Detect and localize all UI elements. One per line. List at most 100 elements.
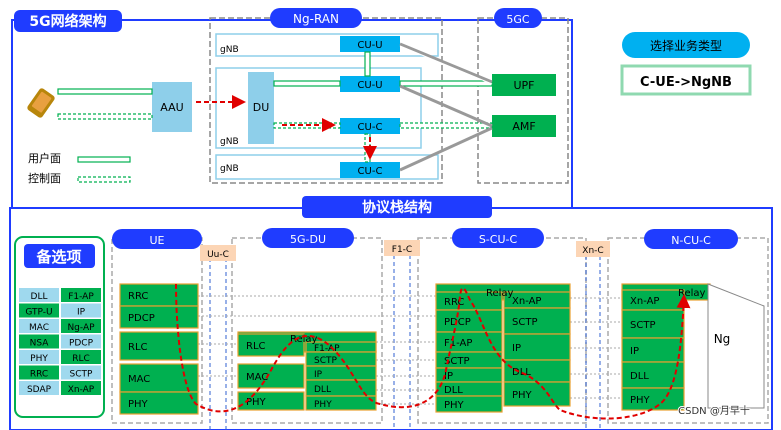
ncu-left-layer-ip-box: [621, 337, 685, 363]
du-left-layer-rlc: RLC: [246, 341, 266, 352]
aau-label: AAU: [160, 101, 183, 114]
scu-left-layer-f1ap: F1-AP: [444, 338, 472, 349]
f1-interface-label: F1-C: [392, 245, 412, 255]
signaling-path-arrow: [175, 283, 691, 420]
signal-flow-arrows: [196, 95, 377, 160]
option-cell[interactable]: [19, 381, 59, 395]
cu-c-label-2: CU-C: [358, 166, 383, 177]
option-cell[interactable]: [19, 288, 59, 302]
option-cell[interactable]: [61, 334, 101, 349]
scu-relay-label: Relay: [486, 288, 514, 299]
scu-right-layer-xnap: Xn-AP: [512, 296, 541, 307]
cu-u-label-1: CU-U: [357, 40, 382, 51]
du-right-layer-ip: IP: [314, 370, 323, 380]
f1-interface-bg: [384, 240, 420, 256]
option-label: Xn-AP: [68, 385, 95, 395]
option-label: PHY: [30, 354, 48, 364]
du-label: DU: [253, 101, 270, 114]
xn-interface-bg: [576, 241, 610, 257]
option-cell[interactable]: [61, 381, 101, 395]
scu-right-layer-phy-box: [503, 381, 571, 407]
scu-header-bg: [452, 228, 544, 248]
option-cell[interactable]: [19, 319, 59, 333]
select-service-type-button[interactable]: [622, 32, 750, 58]
du-relay-label: Relay: [290, 334, 318, 345]
uu-interface-bg: [200, 245, 236, 261]
du-left-layer-mac: MAC: [246, 372, 268, 383]
upf-node: [492, 74, 556, 96]
option-label: F1-AP: [68, 292, 94, 302]
scu-right-layer-dll: DLL: [512, 367, 531, 378]
scu-right-layer-sctp-box: [503, 307, 571, 335]
du-node: [248, 72, 274, 144]
option-label: SCTP: [70, 370, 93, 380]
ncu-left-layer-sctp: SCTP: [630, 320, 655, 331]
legend-control-plane-swatch: [77, 176, 131, 183]
scu-right-layer-sctp: SCTP: [512, 317, 537, 328]
option-label: NSA: [30, 339, 50, 349]
amf-node: [492, 115, 556, 137]
ue-layer-pdcp: PDCP: [128, 313, 155, 324]
ue-layer-pdcp-box: [119, 305, 199, 329]
options-title-bg: [24, 244, 95, 268]
cu-u-upf-link: [399, 42, 493, 84]
cu-u-label-2: CU-U: [357, 80, 382, 91]
scu-left-layer-phy: PHY: [444, 400, 465, 411]
du-right-layer-dll: DLL: [314, 385, 331, 395]
ncu-header: N-CU-C: [671, 234, 711, 247]
option-cell[interactable]: [61, 365, 101, 380]
core-label: 5GC: [506, 13, 530, 26]
ue-layer-phy-box: [119, 391, 199, 415]
ncu-left-layer-sctp-box: [621, 309, 685, 339]
du-header: 5G-DU: [290, 233, 326, 246]
option-cell[interactable]: [19, 334, 59, 349]
option-cell[interactable]: [61, 303, 101, 318]
option-cell[interactable]: [19, 365, 59, 380]
scu-left-layer-dll: DLL: [444, 385, 463, 396]
ue-layer-rrc: RRC: [128, 291, 148, 302]
selected-service-box[interactable]: [620, 64, 752, 96]
peer-connector-lines: [198, 295, 622, 405]
option-cell[interactable]: [19, 303, 59, 318]
option-cell[interactable]: [61, 288, 101, 302]
cu-u-upf-link-2: [399, 45, 493, 85]
option-cell[interactable]: [19, 350, 59, 364]
du-left-layer-mac-box: [237, 363, 305, 389]
aau-node: [152, 82, 192, 132]
ncu-left-layer-xnap: Xn-AP: [630, 296, 659, 307]
legend-control-plane-label: 控制面: [28, 171, 61, 185]
ng-label: Ng: [714, 332, 731, 346]
option-label: RLC: [72, 354, 90, 364]
upf-label: UPF: [513, 79, 534, 92]
cu-u-amf-link: [399, 84, 493, 128]
cu-c-amf-link: [399, 126, 493, 172]
option-label: PDCP: [69, 339, 94, 349]
ngran-label-bg: [270, 8, 362, 28]
legend-user-plane-swatch: [77, 156, 131, 163]
option-label: IP: [77, 308, 86, 318]
option-cell[interactable]: [61, 319, 101, 333]
scu-right-layer-phy: PHY: [512, 390, 533, 401]
selected-service-value: C-UE->NgNB: [640, 75, 732, 90]
option-label: Ng-AP: [67, 323, 95, 333]
option-label: GTP-U: [25, 308, 52, 318]
option-cell[interactable]: [61, 350, 101, 364]
cu-c-node-2: [340, 162, 400, 178]
uu-interface-label: Uu-C: [207, 250, 229, 260]
scu-left-layer-pdcp: PDCP: [444, 317, 471, 328]
protocol-title-bg: [302, 196, 492, 218]
ue-layer-rlc: RLC: [128, 342, 148, 353]
gnb-label-3: gNB: [220, 164, 239, 174]
du-left-layer-rlc-box: [237, 333, 305, 357]
du-right-layer-f1ap: F1-AP: [314, 344, 340, 354]
gnb-label-2: gNB: [220, 137, 239, 147]
ue-layer-mac-box: [119, 363, 199, 393]
scu-left-layer-phy-box: [435, 395, 503, 413]
du-left-layer-phy-box: [237, 391, 305, 411]
du-header-bg: [262, 228, 354, 248]
ncu-relay-label: Relay: [678, 288, 706, 299]
